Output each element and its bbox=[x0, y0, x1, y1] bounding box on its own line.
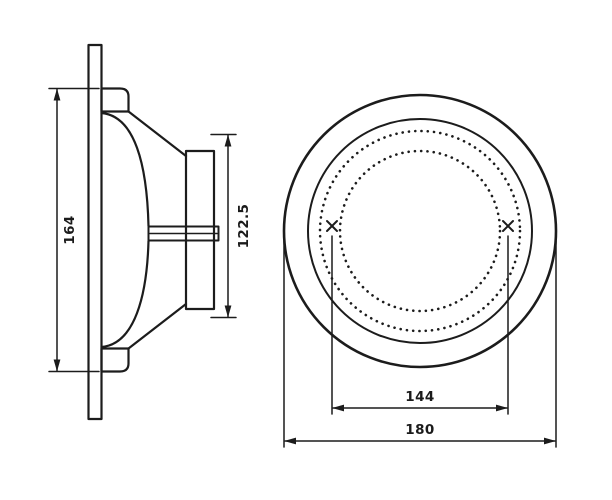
flange-top-lip bbox=[100, 87, 130, 113]
cone-outer-top-line bbox=[127, 110, 188, 158]
side-view bbox=[87, 43, 220, 421]
cone-inner-bottom-curve bbox=[100, 239, 150, 349]
dim-arrow-left bbox=[284, 437, 296, 445]
dim-arrow-down bbox=[224, 305, 232, 318]
mounting-hole-marker-left bbox=[326, 220, 338, 232]
dim-arrow-right bbox=[496, 404, 508, 412]
dim-arrow-down bbox=[53, 359, 61, 372]
cone-inner-top-curve bbox=[100, 111, 150, 228]
cone-outer-bottom-line bbox=[127, 302, 188, 350]
outer-rim-circle bbox=[282, 93, 558, 369]
dimension-122-5: 122.5 bbox=[210, 133, 252, 319]
dimension-144: 144 bbox=[331, 235, 509, 415]
inner-rim-circle bbox=[307, 118, 533, 344]
dimension-label-144: 144 bbox=[405, 389, 434, 405]
flange-bottom-lip bbox=[100, 347, 130, 373]
dim-arrow-up bbox=[53, 88, 61, 101]
mounting-panel bbox=[87, 43, 103, 421]
hidden-circle-outer bbox=[318, 129, 522, 333]
pole-piece-bar bbox=[147, 225, 220, 242]
dimension-164: 164 bbox=[48, 87, 100, 373]
dimension-label-180: 180 bbox=[405, 422, 434, 438]
magnet-basket-body bbox=[184, 149, 216, 311]
dimension-label-122-5: 122.5 bbox=[236, 204, 252, 249]
dimension-label-164: 164 bbox=[62, 215, 78, 244]
x-mark-stroke bbox=[326, 220, 338, 232]
dim-arrow-left bbox=[332, 404, 344, 412]
dim-arrow-right bbox=[544, 437, 556, 445]
dim-arrow-up bbox=[224, 134, 232, 147]
mounting-hole-marker-right bbox=[502, 220, 514, 232]
front-view bbox=[282, 93, 558, 369]
hidden-circle-inner bbox=[338, 149, 502, 313]
dimension-180: 180 bbox=[283, 240, 557, 448]
x-mark-stroke bbox=[502, 220, 514, 232]
